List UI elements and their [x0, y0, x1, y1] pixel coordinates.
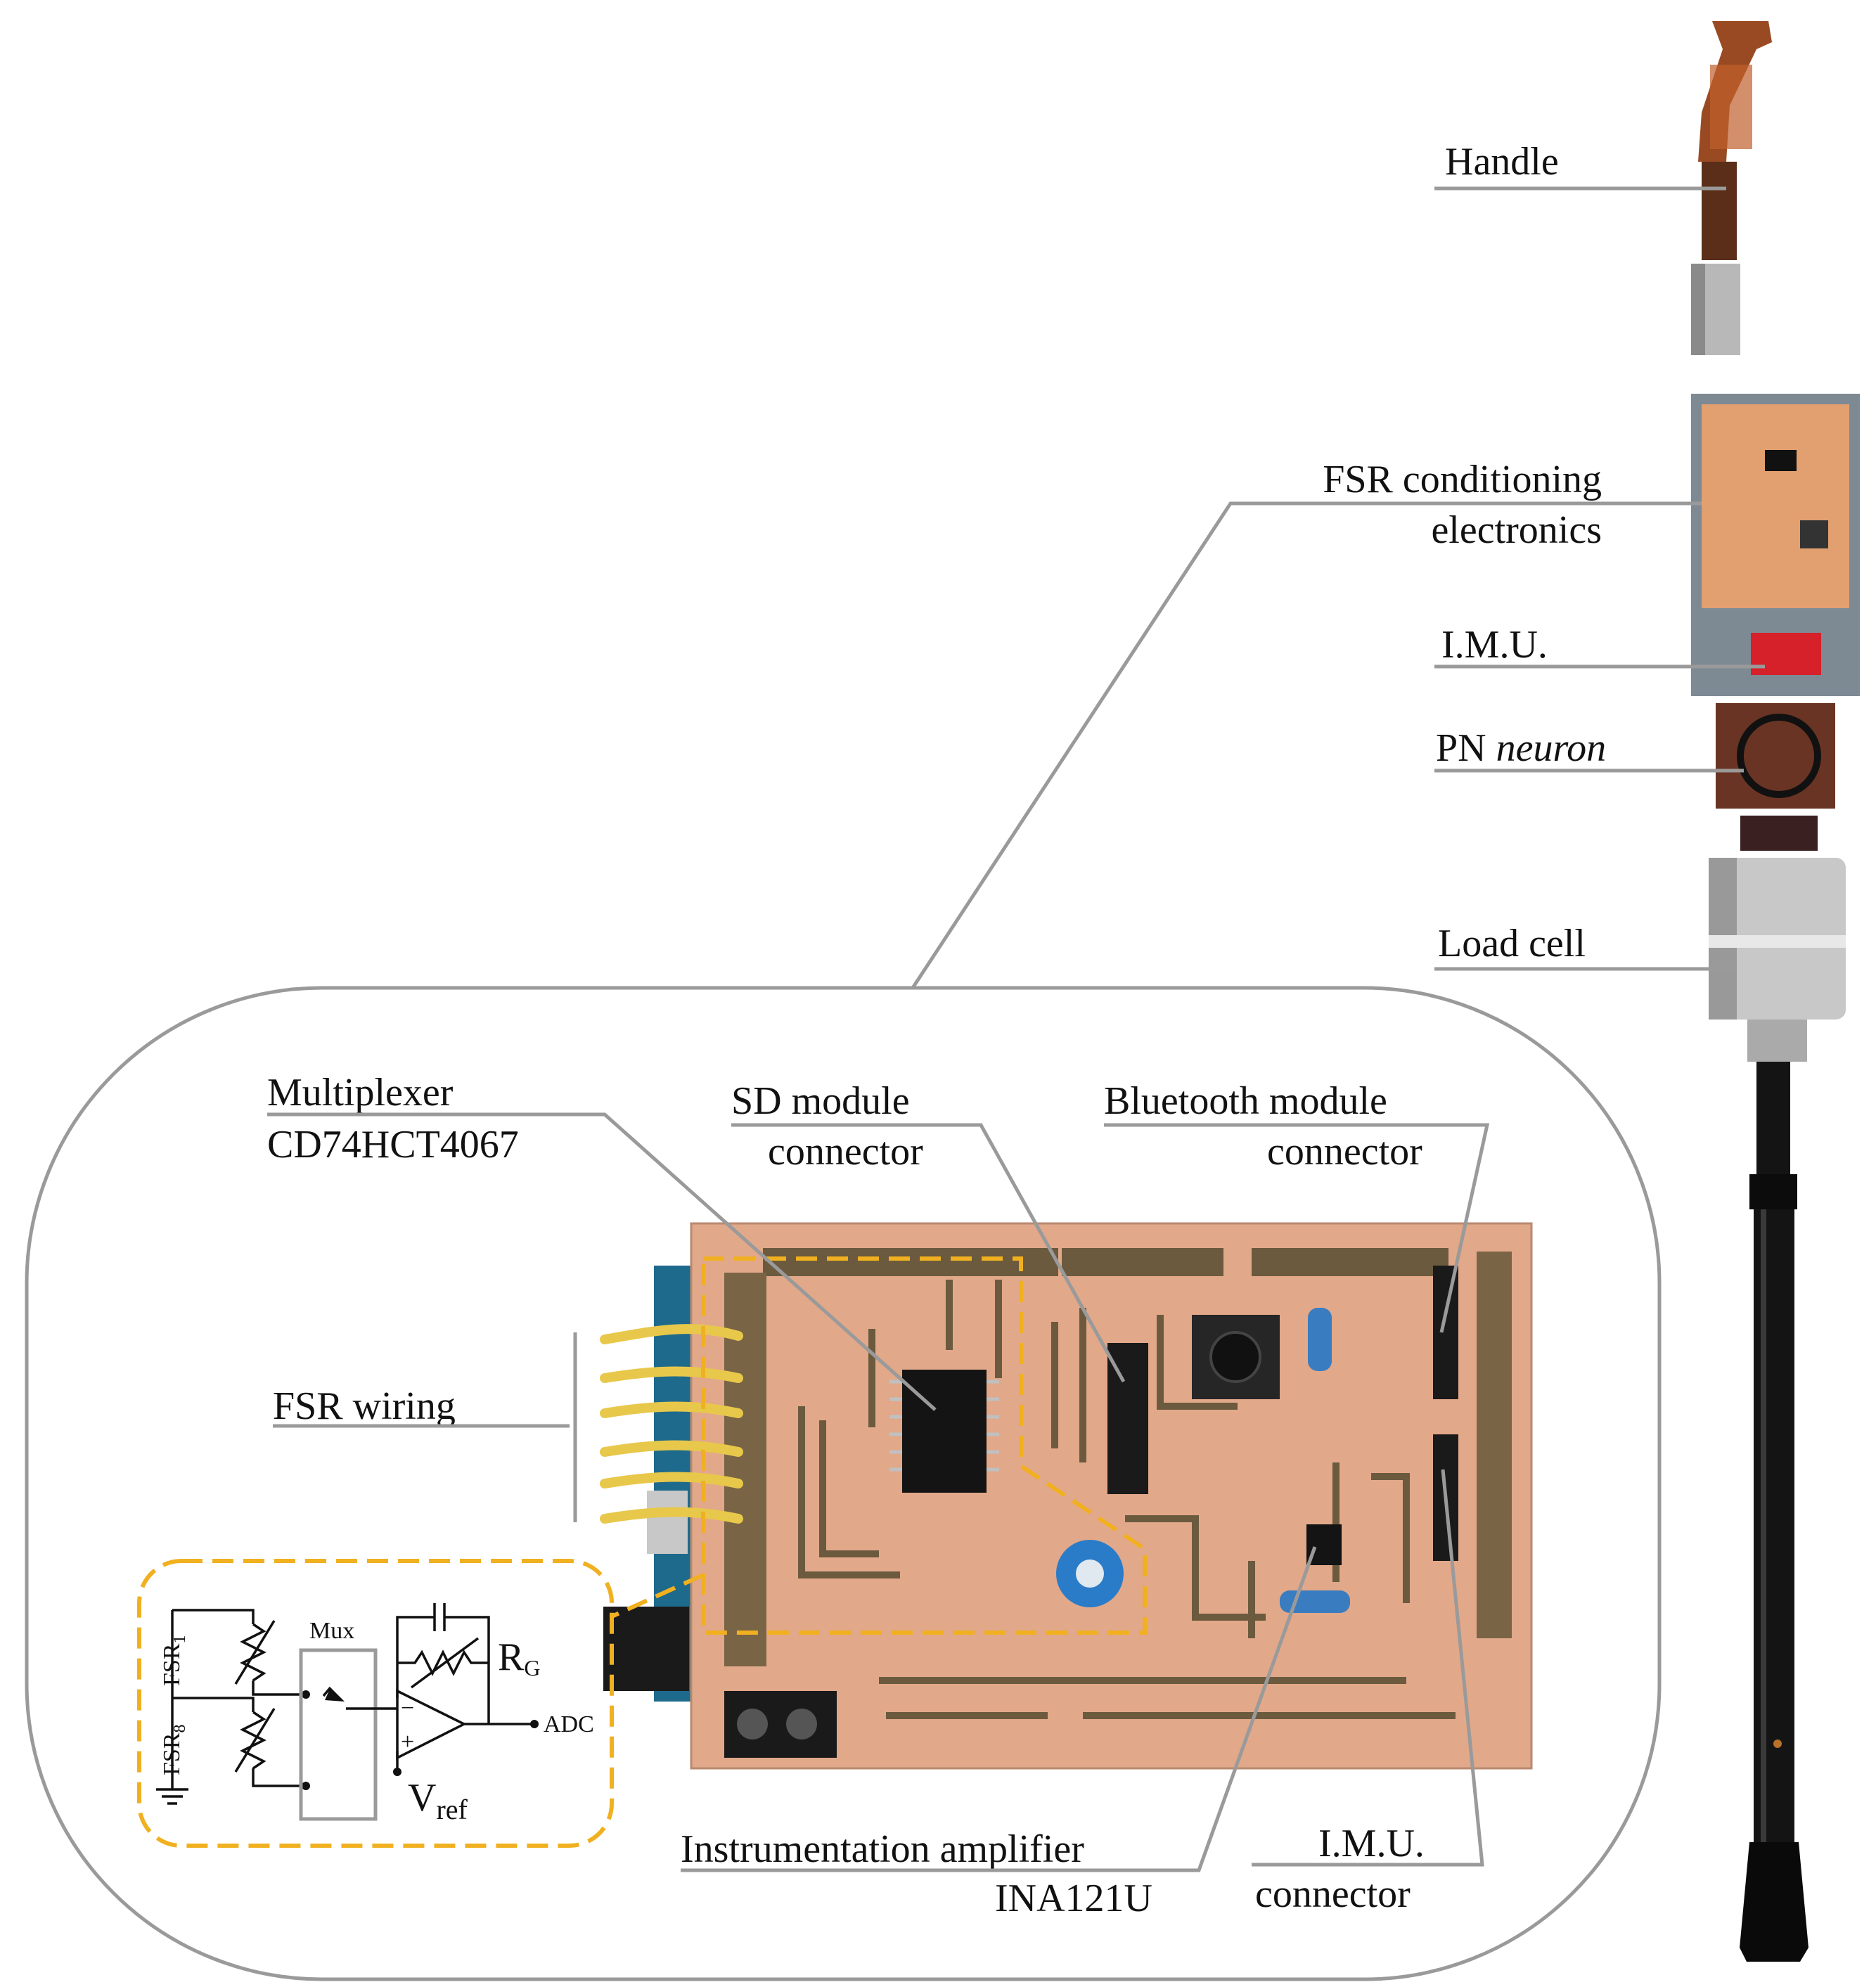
pn-neuron-cable [1737, 714, 1821, 798]
cane-tip [1740, 1842, 1808, 1962]
fsr8-label: FSR8 [159, 1725, 189, 1776]
cane-photo [1691, 21, 1860, 1962]
label-bluetooth-line1: Bluetooth module [1104, 1079, 1387, 1123]
imu-board [1751, 633, 1821, 675]
terminal-screw-2 [786, 1709, 817, 1740]
label-load-cell: Load cell [1438, 922, 1586, 965]
push-button-cap [1209, 1331, 1261, 1383]
leader-inamp [681, 1546, 1317, 1872]
handle-stem [1702, 162, 1737, 260]
instrumentation-amplifier-symbol [396, 1689, 467, 1760]
opamp-minus: − [401, 1695, 414, 1721]
load-cell-adapter [1747, 1020, 1807, 1062]
feedback-right-wire [444, 1616, 490, 1724]
cane-adjust-pin [1773, 1740, 1782, 1748]
fsr1-wire-out [252, 1680, 306, 1696]
pcb-traces [798, 1280, 1456, 1719]
multiplexer-chip [902, 1370, 987, 1493]
opamp-plus: + [401, 1729, 414, 1755]
potentiometer-knob [1076, 1560, 1104, 1588]
fsr8-variable-arrow [234, 1708, 276, 1773]
fsr8-wire-out [252, 1768, 306, 1787]
usb-port [647, 1491, 688, 1554]
pcb-photo [603, 1222, 1533, 1770]
cane-shaft-joint [1749, 1174, 1797, 1209]
handle-clamp-shade [1691, 264, 1705, 355]
label-imu-connector-line2: connector [1255, 1872, 1411, 1916]
resistor-top [1308, 1308, 1332, 1371]
fsr1-resistor [240, 1623, 266, 1682]
schematic-frame [137, 1559, 614, 1848]
small-pcb-button [1800, 520, 1828, 548]
label-handle: Handle [1445, 140, 1559, 184]
cane-shaft-upper [1756, 1062, 1790, 1174]
cane-shaft-highlight [1761, 1209, 1766, 1842]
label-imu: I.M.U. [1441, 623, 1548, 667]
rg-label: RG [498, 1635, 540, 1680]
leader-multiplexer [267, 1112, 937, 1411]
fsr1-variable-arrow [234, 1620, 276, 1685]
fsr1-label: FSR1 [159, 1635, 189, 1687]
adc-label: ADC [544, 1711, 594, 1737]
small-pcb [1702, 404, 1849, 608]
leader-sd-module [731, 1123, 1126, 1383]
leader-bluetooth [1104, 1123, 1490, 1333]
fsr8-node [302, 1782, 310, 1790]
handle-grip-ridges [1710, 65, 1752, 149]
rg-resistor [397, 1650, 489, 1676]
leader-fsr-conditioning [911, 501, 1702, 989]
leader-imu-connector [1252, 1469, 1484, 1867]
label-imu-connector-line1: I.M.U. [1318, 1822, 1425, 1865]
label-pn-neuron: PN neuron [1436, 726, 1606, 770]
label-fsr-conditioning-line2: electronics [1431, 508, 1602, 552]
resistor-bottom [1280, 1590, 1350, 1613]
highlight-connector [609, 1573, 705, 1619]
small-pcb-chip [1765, 450, 1797, 471]
zoom-callout-frame [25, 986, 1662, 1981]
label-fsr-wiring: FSR wiring [273, 1384, 456, 1428]
label-multiplexer-line1: Multiplexer [267, 1071, 454, 1114]
label-neuron: neuron [1496, 726, 1607, 770]
adc-node [530, 1720, 539, 1728]
power-jack [603, 1607, 689, 1691]
load-cell-band [1709, 935, 1846, 948]
vref-node [393, 1768, 401, 1776]
mux-switch-line [322, 1686, 332, 1697]
fsr1-wire-top [172, 1609, 255, 1624]
cane-shaft-lower [1754, 1209, 1794, 1842]
label-multiplexer-line2: CD74HCT4067 [267, 1123, 519, 1166]
multiplexer-chip-pins [889, 1380, 999, 1472]
label-inamp-line1: Instrumentation amplifier [681, 1827, 1084, 1871]
top-header-pins [763, 1248, 1448, 1276]
label-pn: PN [1436, 726, 1496, 770]
label-sd-module-line2: connector [768, 1130, 923, 1173]
fsr1-node [302, 1690, 310, 1699]
right-pin-column [1477, 1252, 1512, 1638]
feedback-left-wire [396, 1616, 435, 1698]
mux-label: Mux [309, 1618, 354, 1644]
bluetooth-connector [1433, 1266, 1458, 1399]
fsr-schematic: FSR1 FSR8 Mux − + RG ADC Vref [137, 1559, 614, 1848]
fsr8-resistor [240, 1711, 266, 1770]
rg-variable-arrow [410, 1637, 480, 1689]
fsr8-wire-top [172, 1697, 255, 1712]
mux-highlight-box [701, 1256, 1147, 1635]
label-sd-module-line1: SD module [731, 1079, 910, 1123]
label-fsr-conditioning-line1: FSR conditioning [1323, 458, 1602, 501]
label-bluetooth-line2: connector [1267, 1130, 1422, 1173]
label-inamp-line2: INA121U [995, 1877, 1152, 1920]
mux-block [299, 1648, 378, 1821]
fsr-wires [600, 1324, 743, 1524]
terminal-screw-1 [737, 1709, 768, 1740]
mux-switch-arrow [325, 1687, 345, 1702]
vref-label: Vref [408, 1776, 468, 1825]
pn-neuron-connector [1740, 816, 1818, 851]
